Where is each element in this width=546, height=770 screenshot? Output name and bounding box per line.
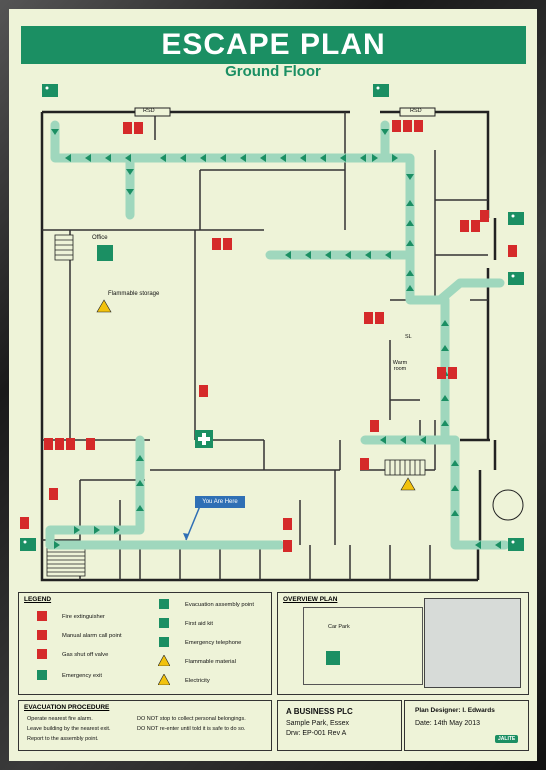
rsd-label-right: RSD [410,108,422,114]
legend-fire-extinguisher: Fire extinguisher [62,614,105,620]
flammable-material-icon [158,655,170,666]
rsd-label-left: RSD [143,108,155,114]
company-address: Sample Park, Essex [286,720,350,727]
company-box: A BUSINESS PLC Sample Park, Essex Drw: E… [277,700,402,751]
legend-flammable-material: Flammable material [185,659,236,665]
evac-warning-1: DO NOT stop to collect personal belongin… [137,716,246,722]
overview-plan-box: OVERVIEW PLAN Car Park [277,592,529,695]
designer-box: Plan Designer: I. Edwards Date: 14th May… [404,700,529,751]
office-label: Office [92,235,108,241]
interior-walls [42,112,488,580]
escape-routes [45,120,510,550]
overview-assembly-point-icon [326,651,340,665]
overview-car-park-area [303,607,423,685]
legend-first-aid: First aid kit [185,621,214,627]
overview-title: OVERVIEW PLAN [283,596,338,603]
plan-designer: Plan Designer: I. Edwards [415,707,495,714]
legend-electricity: Electricity [185,678,210,684]
evacuation-title: EVACUATION PROCEDURE [24,704,110,711]
plan-date: Date: 14th May 2013 [415,720,480,727]
evac-step-2: Leave building by the nearest exit. [27,726,111,732]
sl-label: SL [405,334,412,340]
legend-assembly-point: Evacuation assembly point [185,602,254,608]
gas-valve-icon [37,649,47,659]
warm-room-label: Warm room [392,360,408,372]
overview-building [424,598,521,688]
emergency-exit-icon [37,670,47,680]
evac-warning-2: DO NOT re-enter until told it is safe to… [137,726,246,732]
fire-extinguisher-icon [37,611,47,621]
electricity-icon [158,674,170,685]
stairs-left [46,234,426,577]
evac-step-1: Operate nearest fire alarm. [27,716,93,722]
page-title: ESCAPE PLAN [21,26,526,64]
walls [40,110,497,582]
legend-box: LEGEND Fire extinguisher Manual alarm ca… [18,592,272,695]
evac-step-3: Report to the assembly point. [27,736,99,742]
spiral-stair [492,489,524,521]
assembly-point-icon [159,599,169,609]
legend-alarm-call-point: Manual alarm call point [62,633,122,639]
car-park-label: Car Park [328,624,350,630]
legend-emergency-exit: Emergency exit [62,673,102,679]
first-aid-icon [159,618,169,628]
hazard-flammable [96,299,112,313]
jalite-logo: JALITE [495,735,519,743]
company-name: A BUSINESS PLC [286,707,353,716]
legend-title: LEGEND [24,596,52,603]
legend-gas-valve: Gas shut off valve [62,652,109,658]
hazard-electric [400,477,416,491]
route-arrows [51,129,501,549]
page-subtitle: Ground Floor [225,63,321,80]
evacuation-box: EVACUATION PROCEDURE Operate nearest fir… [18,700,272,751]
legend-emergency-telephone: Emergency telephone [185,640,242,646]
flammable-storage-label: Flammable storage [108,291,160,297]
alarm-call-point-icon [37,630,47,640]
emergency-telephone-icon [159,637,169,647]
you-are-here-marker: You Are Here [195,496,245,508]
fire-equipment [20,120,517,552]
drawing-ref: Drw: EP-001 Rev A [286,730,347,737]
